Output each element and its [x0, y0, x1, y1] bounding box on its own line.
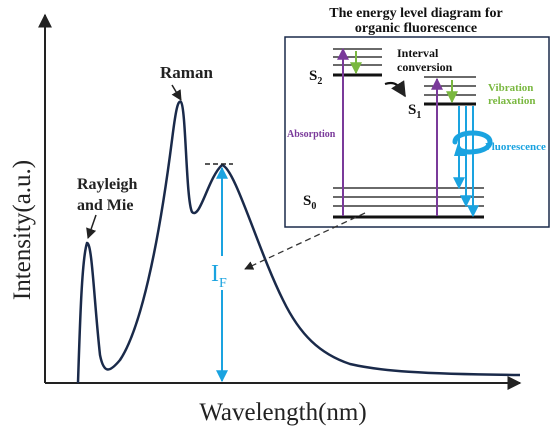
if-label: IF: [211, 261, 227, 291]
y-axis-label: Intensity(a.u.): [9, 160, 36, 300]
interval-conversion-arrow: [384, 80, 406, 98]
rayleigh-label-line2: and Mie: [77, 197, 133, 214]
s0-label: S0: [303, 193, 316, 212]
inset-title-line1: The energy level diagram for: [329, 6, 502, 21]
spectrum-curve: [76, 100, 521, 384]
s2-label: S2: [309, 68, 322, 87]
x-axis-label: Wavelength(nm): [199, 399, 366, 426]
inset-connector: [244, 212, 366, 270]
raman-pointer: [171, 84, 182, 101]
if-label-bg: [206, 256, 236, 290]
inset-title-line2: organic fluorescence: [355, 21, 477, 36]
fluorescence-swirl: [452, 130, 493, 155]
vibration-label-line1: Vibration: [488, 82, 533, 94]
fluorescence-swirl-head: [454, 143, 467, 156]
rayleigh-pointer: [86, 214, 97, 239]
s1-label: S1: [408, 102, 421, 121]
rayleigh-label-line1: Rayleigh: [77, 176, 138, 193]
absorption-label: Absorption: [287, 129, 336, 140]
fluorescence-label: Fluorescence: [485, 141, 546, 153]
interval-label-line2: conversion: [397, 60, 453, 74]
interval-label-line1: Interval: [397, 46, 439, 60]
raman-label: Raman: [160, 63, 213, 82]
vibration-label-line2: relaxation: [488, 95, 535, 107]
inset-box: [284, 36, 550, 228]
